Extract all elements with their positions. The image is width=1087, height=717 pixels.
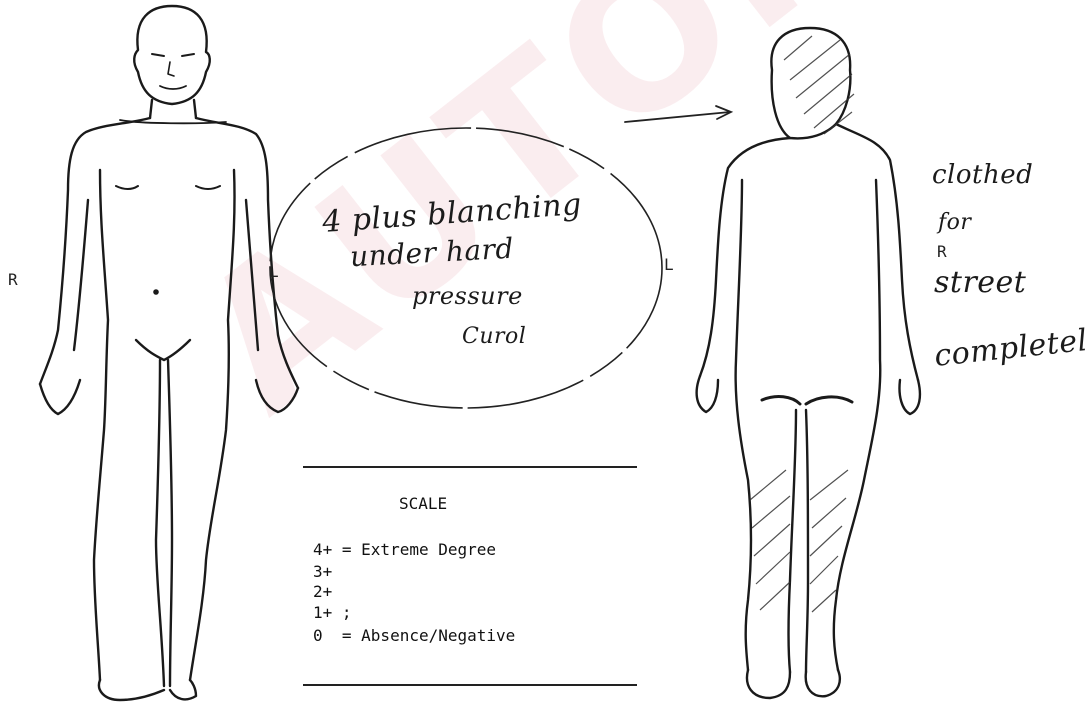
- back-right-label: R: [937, 242, 947, 261]
- circle-left-label: L: [269, 262, 279, 281]
- handwritten-note-line-4: Curol: [462, 324, 526, 349]
- arrow: [625, 106, 731, 122]
- annotation-circle: [270, 128, 662, 408]
- scale-title: SCALE: [399, 494, 447, 513]
- scale-row-1: 1+ ;: [313, 603, 352, 622]
- back-note-line-3: street: [934, 265, 1026, 300]
- handwritten-note-line-3: pressure: [412, 282, 523, 310]
- scale-row-0: 0 = Absence/Negative: [313, 626, 515, 645]
- circle-right-label: L: [664, 255, 674, 274]
- scale-row-3: 3+: [313, 562, 332, 581]
- hatching: [750, 36, 854, 612]
- back-note-line-1: clothed: [932, 160, 1033, 190]
- scale-row-2: 2+: [313, 582, 332, 601]
- front-right-label: R: [8, 270, 18, 289]
- front-body-figure: [40, 6, 298, 700]
- back-body-figure: [697, 28, 920, 698]
- scale-legend: SCALE 4+ = Extreme Degree 3+ 2+ 1+ ; 0 =…: [303, 466, 637, 686]
- back-note-line-2: for: [938, 210, 971, 235]
- scale-row-4: 4+ = Extreme Degree: [313, 540, 496, 559]
